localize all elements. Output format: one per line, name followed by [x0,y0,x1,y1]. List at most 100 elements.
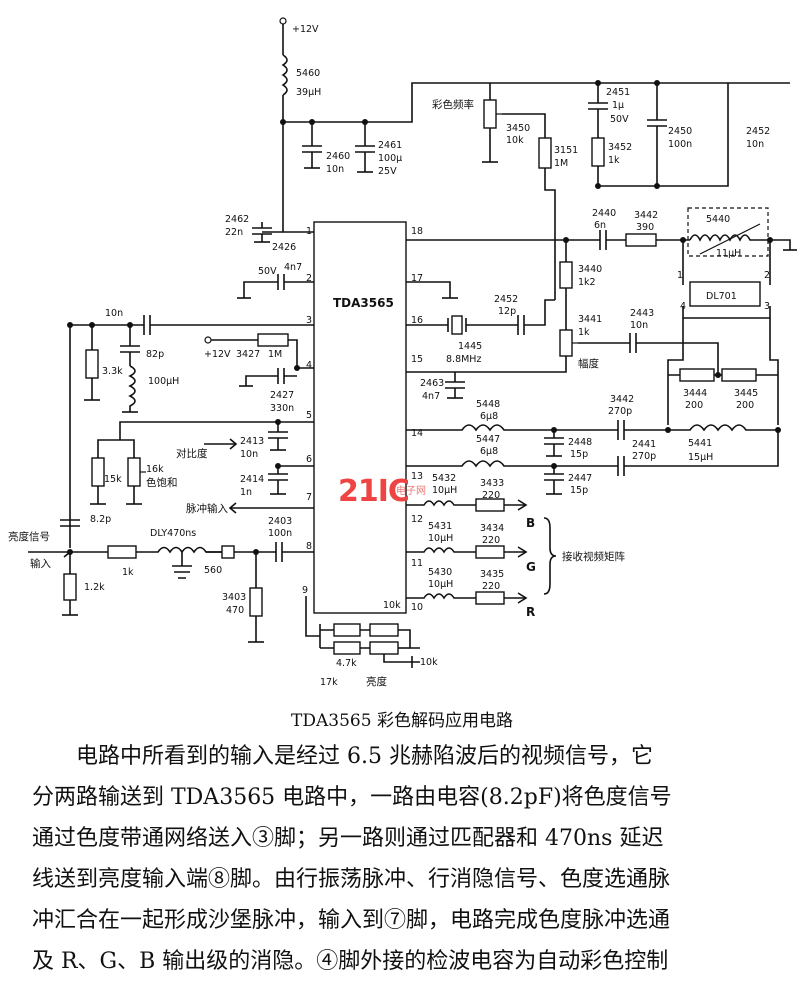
r3440-value: 1k2 [578,277,596,288]
r3445-value: 200 [736,400,754,411]
c2451-ref: 2451 [606,87,630,98]
c2427-ref: 2427 [270,390,294,401]
output-r: R [526,605,535,619]
r3444-ref: 3444 [683,388,707,399]
l5430-ref: 5430 [428,567,452,578]
figure-caption: TDA3565 彩色解码应用电路 [291,711,513,731]
dl701-box [689,281,761,307]
r3450-ref: 3450 [506,123,530,134]
r560-label: 560 [204,565,222,576]
l5440-value: 11μH [716,248,741,259]
c2440-value: 6n [594,220,606,231]
l100-label: 100μH [148,376,179,387]
c2426-ref: 2426 [272,242,296,253]
dl-pin-1: 1 [677,270,683,281]
c2440-ref: 2440 [592,208,616,219]
watermark-main: 21IC [338,474,410,509]
body-line: 及 R、G、B 输出级的消隐。④脚外接的检波电容为自动彩色控制 [32,949,669,974]
c2461-value: 100μ [378,153,402,164]
r3444-value: 200 [685,400,703,411]
r3435-value: 220 [482,581,500,592]
c2461-ref: 2461 [378,140,402,151]
pin-11: 11 [411,558,423,569]
r15k-label: 15k [104,474,122,485]
c2452top-value: 10n [746,139,764,150]
l5448-ref: 5448 [476,399,500,410]
pin-15: 15 [411,354,423,365]
c2414-ref: 2414 [240,474,264,485]
label-pulse-in: 脉冲输入 [186,502,228,515]
c8p2-label: 8.2p [90,514,111,525]
l5432-value: 10μH [432,485,457,496]
l5431-ref: 5431 [428,521,452,532]
x1445-value: 8.8MHz [446,354,481,365]
r3433-ref: 3433 [480,478,504,489]
c4n7-label: 4n7 [284,262,302,273]
l5432-ref: 5432 [432,473,456,484]
c3442-value: 270p [608,406,632,417]
body-line: 通过色度带通网络送入③脚；另一路则通过匹配器和 470ns 延迟 [32,826,664,851]
supply-12v-top: +12V [292,24,319,35]
c2441-value: 270p [632,451,656,462]
l5441-value: 15μH [688,452,713,463]
pin-8: 8 [306,541,312,552]
pin-10: 10 [411,602,423,613]
r3450-value: 10k [506,135,524,146]
ic-name: TDA3565 [333,296,394,310]
pin-2: 2 [306,273,312,284]
body-line: 电路中所看到的输入是经过 6.5 兆赫陷波后的视频信号，它 [76,744,653,769]
l5431-value: 10μH [428,533,453,544]
label-input: 输入 [30,557,51,570]
r3441-value: 1k [578,327,590,338]
pin-10-label: 10k [383,600,401,611]
r4k7-label: 4.7k [336,658,357,669]
r3435-ref: 3435 [480,569,504,580]
c2462-ref: 2462 [225,214,249,225]
label-color-freq: 彩色频率 [432,98,474,111]
pin-17: 17 [411,273,423,284]
c2450-value: 100n [668,139,692,150]
c2403-value: 100n [268,528,292,539]
body-line: 冲汇合在一起形成沙堡脉冲，输入到⑦脚，电路完成色度脉冲选通 [32,908,671,933]
pin-12: 12 [411,514,423,525]
r17k-label: 17k [320,677,338,688]
c2448-ref: 2448 [568,437,592,448]
r3452-ref: 3452 [608,142,632,153]
c2448-value: 15p [570,449,588,460]
r3441-ref: 3441 [578,314,602,325]
c2461-voltage: 25V [378,166,397,177]
ic-tda3565 [313,221,407,614]
c2447-value: 15p [570,485,588,496]
c2463-ref: 2463 [420,378,444,389]
pin-4: 4 [306,360,312,371]
dl-pin-3: 3 [764,301,770,312]
pin-13: 13 [411,471,423,482]
c2452top-ref: 2452 [746,126,770,137]
c2451-value: 1μ [612,100,624,111]
c2403-ref: 2403 [268,516,292,527]
pin-14: 14 [411,428,423,439]
r1k-label: 1k [122,567,134,578]
l3460-value: 39μH [296,87,321,98]
r3442-ref: 3442 [634,210,658,221]
r3434-ref: 3434 [480,523,504,534]
label-brightness: 亮度 [366,675,387,688]
circuit-schematic: TDA3565 1 2 3 4 5 6 7 8 9 10 10k 11 12 1… [8,17,797,688]
output-b: B [526,516,535,530]
supply-12v-mid: +12V [204,349,231,360]
r3k3-label: 3.3k [102,366,123,377]
r1k2-label: 1.2k [84,582,105,593]
label-50v: 50V [258,266,277,277]
dl701-label: DL701 [706,291,737,302]
c2451-voltage: 50V [610,114,629,125]
c10n-label: 10n [105,308,123,319]
r10k-bright-label: 10k [420,657,438,668]
r3452-value: 1k [608,155,620,166]
pin-18: 18 [411,226,423,237]
r3445-ref: 3445 [734,388,758,399]
l5447-ref: 5447 [476,434,500,445]
c2452-value: 12p [498,306,516,317]
c2450-ref: 2450 [668,126,692,137]
body-paragraph: 电路中所看到的输入是经过 6.5 兆赫陷波后的视频信号，它 分两路输送到 TDA… [32,736,782,982]
r3434-value: 220 [482,535,500,546]
